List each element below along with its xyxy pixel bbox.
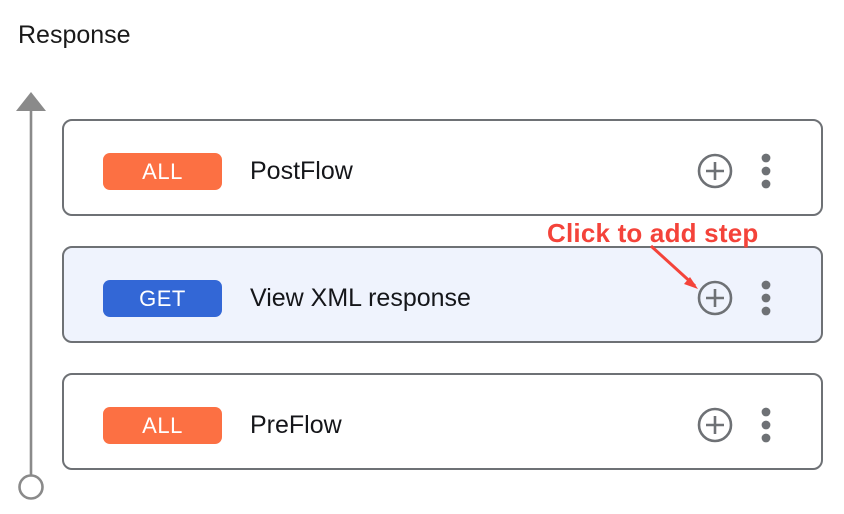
- flow-arrow-head: [16, 92, 46, 111]
- flow-step-label: PostFlow: [250, 157, 353, 185]
- kebab-menu-icon: [761, 407, 771, 443]
- annotation-label: Click to add step: [547, 218, 759, 248]
- flow-step-card-selected[interactable]: GET View XML response: [62, 246, 823, 343]
- plus-circle-icon: [697, 280, 733, 316]
- flow-direction-axis: [0, 80, 64, 510]
- flow-step-label: PreFlow: [250, 411, 342, 439]
- method-badge-all: ALL: [103, 407, 222, 444]
- step-options-menu-button[interactable]: [753, 278, 779, 318]
- flow-step-label: View XML response: [250, 284, 471, 312]
- method-badge-all: ALL: [103, 153, 222, 190]
- flow-step-card[interactable]: ALL PostFlow: [62, 119, 823, 216]
- step-options-menu-button[interactable]: [753, 151, 779, 191]
- add-step-button-row-2[interactable]: [695, 278, 735, 318]
- add-step-button[interactable]: [695, 405, 735, 445]
- flow-axis-endpoint-circle: [18, 474, 44, 500]
- kebab-menu-icon: [761, 280, 771, 316]
- kebab-menu-icon: [761, 153, 771, 189]
- add-step-button[interactable]: [695, 151, 735, 191]
- page-title: Response: [18, 21, 131, 49]
- flow-step-card[interactable]: ALL PreFlow: [62, 373, 823, 470]
- plus-circle-icon: [697, 153, 733, 189]
- step-options-menu-button[interactable]: [753, 405, 779, 445]
- plus-circle-icon: [697, 407, 733, 443]
- method-badge-get: GET: [103, 280, 222, 317]
